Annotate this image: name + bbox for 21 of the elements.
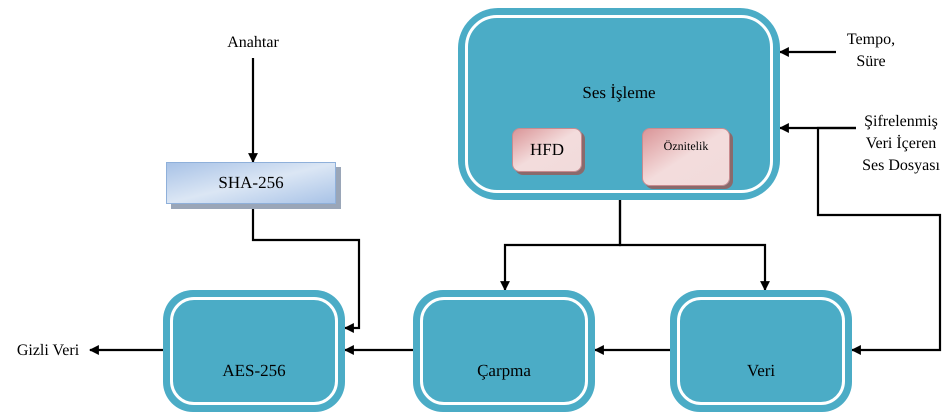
component-box: HFD — [512, 128, 582, 172]
arrow — [344, 345, 413, 355]
process-box — [413, 290, 595, 412]
arrow — [816, 126, 942, 355]
process-box — [670, 290, 852, 412]
arrow — [618, 200, 770, 291]
text-label: Gizli Veri — [6, 340, 90, 362]
box-title: Veri — [746, 360, 776, 382]
text-label: Anahtar — [212, 28, 294, 58]
box-title: Ses İşleme — [582, 82, 656, 104]
arrow — [89, 345, 163, 355]
process-container — [458, 8, 780, 200]
component-box: Öznitelik — [642, 128, 730, 186]
process-box — [163, 290, 345, 412]
arrow — [248, 58, 258, 163]
arrow — [779, 47, 836, 57]
box-title: AES-256 — [222, 360, 286, 382]
arrow — [594, 345, 670, 355]
box-title: Çarpma — [477, 360, 531, 382]
text-label: Şifrelenmiş Veri İçeren Ses Dosyası — [856, 96, 946, 192]
text-label: Tempo, Süre — [836, 28, 906, 74]
